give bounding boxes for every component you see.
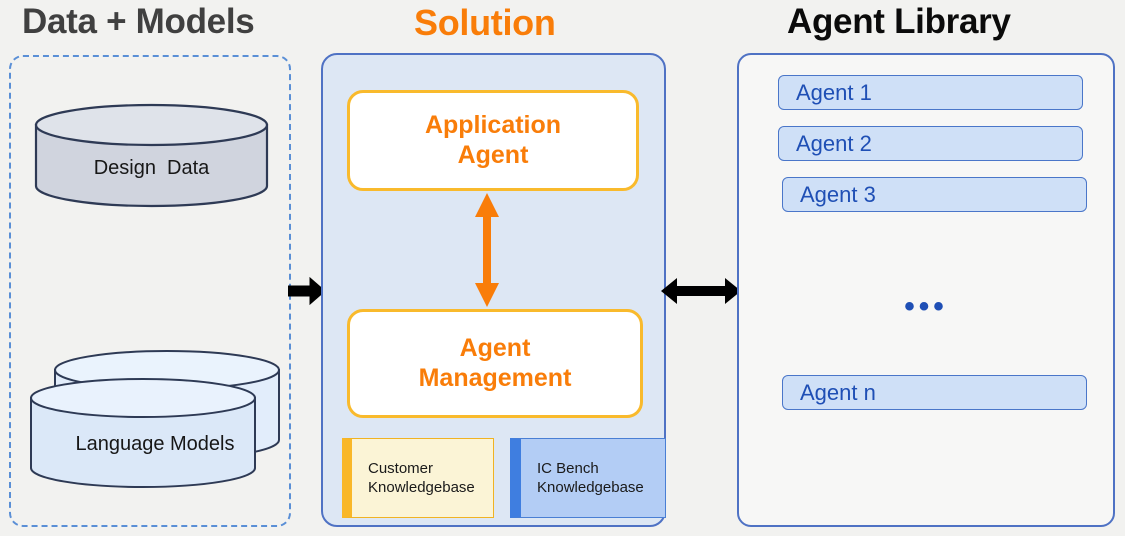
agent-library-panel: Agent 1 Agent 2 Agent 3 ••• Agent n bbox=[737, 53, 1115, 527]
agent-list-item-3[interactable]: Agent 3 bbox=[782, 177, 1087, 212]
arrow-solution-to-library-icon bbox=[661, 275, 741, 307]
design-data-cylinder: Design Data bbox=[34, 103, 269, 208]
customer-knowledgebase-box[interactable]: Customer Knowledgebase bbox=[342, 438, 494, 518]
agent-list-item-1[interactable]: Agent 1 bbox=[778, 75, 1083, 110]
cylinder-shape bbox=[34, 103, 269, 208]
application-agent-label: Application Agent bbox=[424, 111, 562, 169]
vertical-double-arrow-icon bbox=[469, 193, 505, 307]
agent-list-ellipsis: ••• bbox=[904, 290, 948, 323]
language-models-label: Language Models bbox=[75, 433, 235, 455]
agent-n-label: Agent n bbox=[800, 379, 876, 405]
customer-knowledgebase-label: Customer Knowledgebase bbox=[368, 459, 475, 496]
agent-management-label: Agent Management bbox=[418, 334, 572, 392]
language-models-cylinder: Language Models bbox=[30, 348, 280, 493]
column-title-solution: Solution bbox=[414, 2, 556, 43]
agent-list-item-2[interactable]: Agent 2 bbox=[778, 126, 1083, 161]
ic-bench-knowledgebase-label: IC Bench Knowledgebase bbox=[537, 459, 644, 496]
agent-2-label: Agent 2 bbox=[796, 130, 872, 156]
stacked-cylinder-shape bbox=[30, 350, 280, 488]
agent-3-label: Agent 3 bbox=[800, 181, 876, 207]
agent-management-box[interactable]: Agent Management bbox=[347, 309, 643, 418]
solution-panel: Application Agent Agent Management Custo… bbox=[321, 53, 666, 527]
ic-bench-knowledgebase-box[interactable]: IC Bench Knowledgebase bbox=[510, 438, 666, 518]
arrow-data-to-solution-icon bbox=[287, 276, 326, 306]
column-title-data-models: Data + Models bbox=[22, 2, 255, 41]
design-data-label: Design Data bbox=[93, 157, 210, 179]
column-title-agent-library: Agent Library bbox=[787, 2, 1011, 41]
application-agent-box[interactable]: Application Agent bbox=[347, 90, 639, 191]
agent-list-item-n[interactable]: Agent n bbox=[782, 375, 1087, 410]
agent-1-label: Agent 1 bbox=[796, 79, 872, 105]
